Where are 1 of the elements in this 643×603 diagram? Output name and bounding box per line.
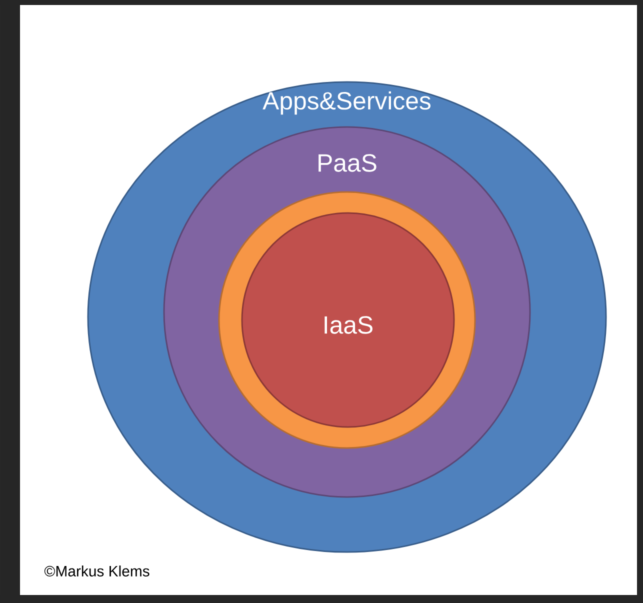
credit-text: ©Markus Klems xyxy=(44,566,150,576)
